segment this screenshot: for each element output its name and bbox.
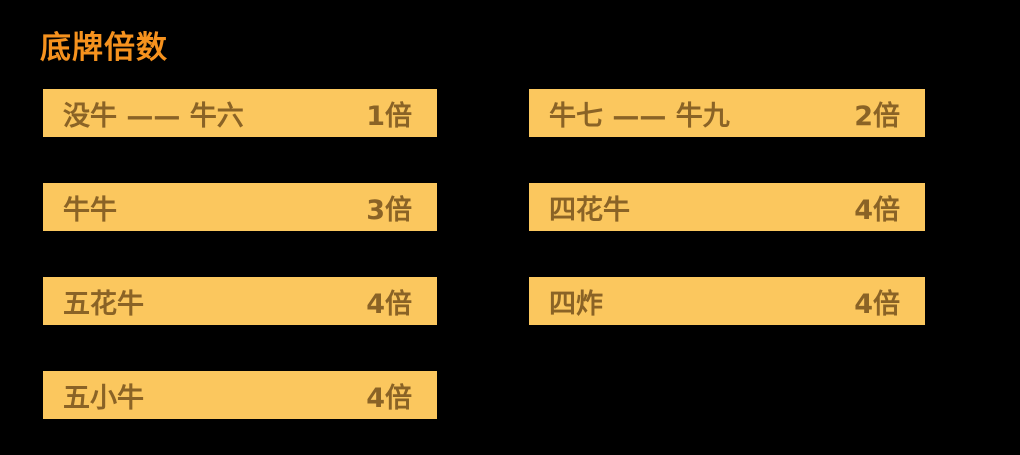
multiplier-row: 没牛 —— 牛六 1倍 <box>43 89 437 137</box>
hand-type-label: 牛牛 <box>63 194 117 226</box>
hand-type-label: 四花牛 <box>549 194 630 226</box>
hand-type-label: 五小牛 <box>63 382 144 414</box>
multiplier-row: 牛七 —— 牛九 2倍 <box>529 89 925 137</box>
multiplier-value: 1倍 <box>366 100 412 132</box>
multiplier-row: 四炸 4倍 <box>529 277 925 325</box>
multiplier-value: 4倍 <box>366 382 412 414</box>
multiplier-value: 2倍 <box>854 100 900 132</box>
multiplier-row: 四花牛 4倍 <box>529 183 925 231</box>
multiplier-value: 4倍 <box>366 288 412 320</box>
multiplier-value: 4倍 <box>854 194 900 226</box>
panel-title: 底牌倍数 <box>40 30 168 66</box>
hand-type-label: 没牛 —— 牛六 <box>63 100 244 132</box>
multiplier-row: 五花牛 4倍 <box>43 277 437 325</box>
multiplier-value: 4倍 <box>854 288 900 320</box>
hand-type-label: 五花牛 <box>63 288 144 320</box>
multiplier-column-left: 没牛 —— 牛六 1倍 牛牛 3倍 五花牛 4倍 五小牛 4倍 <box>43 89 437 455</box>
multiplier-column-right: 牛七 —— 牛九 2倍 四花牛 4倍 四炸 4倍 <box>529 89 925 371</box>
hand-type-label: 四炸 <box>549 288 603 320</box>
multiplier-row: 五小牛 4倍 <box>43 371 437 419</box>
multiplier-row: 牛牛 3倍 <box>43 183 437 231</box>
hand-type-label: 牛七 —— 牛九 <box>549 100 730 132</box>
multiplier-value: 3倍 <box>366 194 412 226</box>
